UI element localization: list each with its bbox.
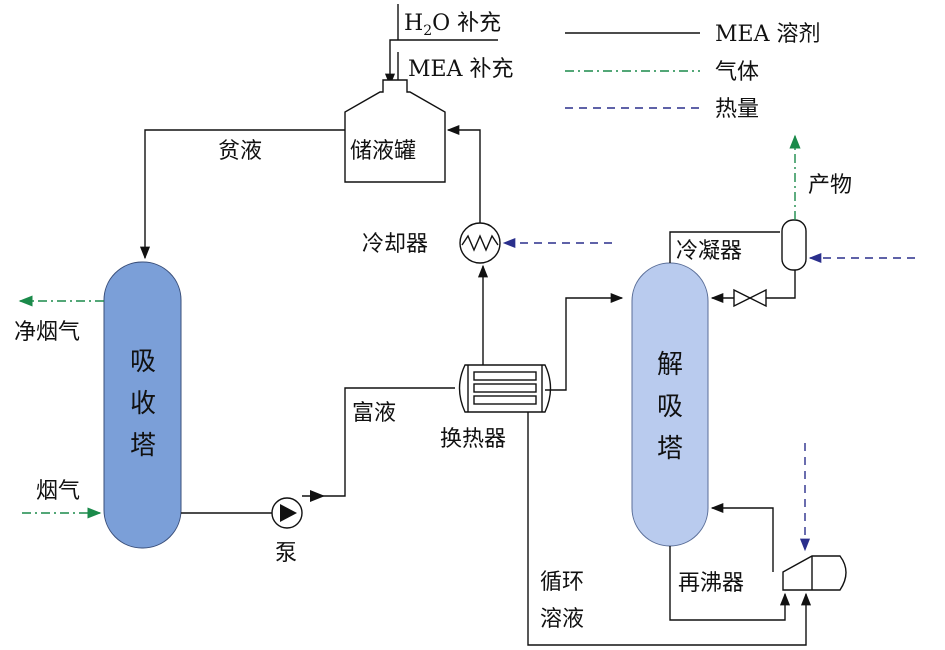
cooler-to-tank-line — [446, 124, 481, 223]
absorber-column: 吸 收 塔 — [103, 261, 182, 549]
heat-exchanger-tube-3 — [473, 395, 537, 405]
hx-to-stripper-line — [545, 292, 624, 391]
legend-gas-label: 气体 — [715, 60, 759, 85]
h2o-makeup-label: H2O 补充 — [404, 11, 501, 39]
stripper-column: 解 吸 塔 — [631, 262, 709, 547]
reflux-line — [766, 270, 796, 299]
cooler: 冷却器 — [362, 222, 501, 264]
heat-exchanger-tube-2 — [473, 383, 537, 393]
absorber-label-2: 收 — [130, 389, 156, 419]
storage-tank-shape — [344, 79, 446, 183]
stripper-label-3: 塔 — [657, 434, 683, 464]
condenser-shape — [781, 219, 807, 271]
legend-heat-label: 热量 — [715, 97, 759, 122]
makeup-streams: H2O 补充 MEA 补充 — [384, 4, 513, 87]
heat-exchanger-tube-1 — [473, 371, 537, 381]
cooler-label: 冷却器 — [362, 232, 428, 257]
heat-exchanger-label: 换热器 — [440, 427, 506, 452]
storage-tank-label: 储液罐 — [350, 139, 416, 164]
reboiler-shape — [782, 555, 847, 591]
stripper-to-condenser-line — [669, 231, 780, 263]
heat-exchanger: 换热器 — [440, 364, 552, 452]
lean-solution-line — [139, 129, 345, 260]
condenser-label: 冷凝器 — [676, 239, 742, 264]
absorber-label-1: 吸 — [130, 347, 156, 377]
lean-solution-label: 贫液 — [218, 139, 262, 164]
rich-solution-label: 富液 — [352, 401, 396, 426]
reboiler-label: 再沸器 — [678, 571, 744, 596]
recycle-solution-label-1: 循环 — [540, 570, 584, 595]
reflux-valve — [733, 288, 767, 308]
stripper-to-reboiler-line — [669, 546, 791, 621]
mea-makeup-label: MEA 补充 — [408, 57, 513, 82]
rich-solution-arrow-icon — [310, 490, 325, 502]
reboiler-to-stripper-line — [710, 502, 774, 572]
recycle-solution-line — [527, 412, 812, 646]
pump-arrow-icon — [280, 504, 297, 522]
reboiler: 再沸器 — [678, 555, 847, 596]
absorber-shape — [103, 261, 182, 549]
stripper-label-2: 吸 — [657, 392, 683, 422]
pump: 泵 — [271, 497, 303, 566]
clean-gas-label: 净烟气 — [14, 320, 80, 345]
stripper-label-1: 解 — [657, 350, 683, 380]
condenser — [781, 219, 807, 271]
pump-label: 泵 — [275, 541, 297, 566]
absorber-label-3: 塔 — [130, 431, 156, 461]
legend-solvent-label: MEA 溶剂 — [715, 22, 820, 47]
recycle-solution-label-2: 溶液 — [540, 607, 584, 632]
flue-gas-label: 烟气 — [36, 479, 80, 504]
product-label: 产物 — [808, 173, 852, 198]
valve-left-icon — [733, 288, 752, 308]
storage-tank: 储液罐 — [344, 79, 446, 183]
cooler-shape — [459, 222, 501, 264]
valve-right-icon — [748, 288, 767, 308]
legend: MEA 溶剂 气体 热量 — [565, 22, 820, 122]
cooler-coil-icon — [461, 234, 499, 252]
makeup-line — [384, 39, 498, 87]
